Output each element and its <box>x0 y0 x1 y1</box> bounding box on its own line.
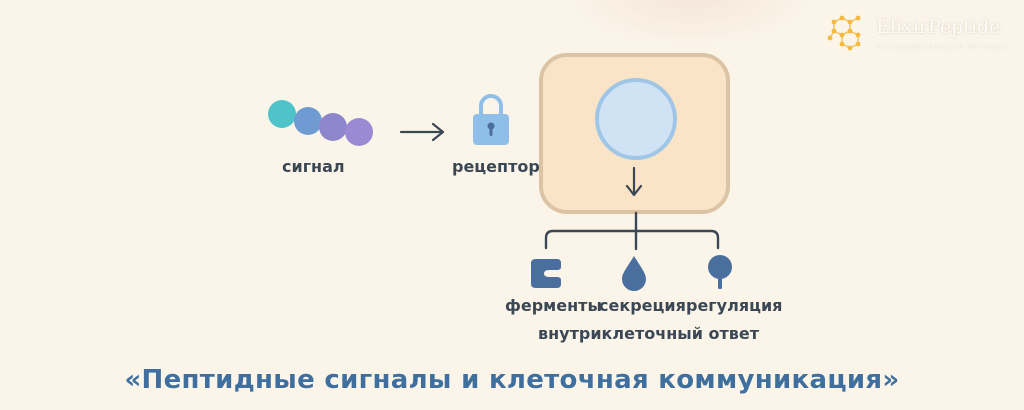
peptide-bead <box>268 100 296 128</box>
output-label-enzymes: ферменты <box>505 296 602 315</box>
page-title: «Пептидные сигналы и клеточная коммуника… <box>124 365 900 395</box>
peptide-bead <box>294 107 322 135</box>
arrow-right-icon <box>399 122 445 142</box>
logo: ElixirPeptide исследовательские пептиды <box>826 12 1011 58</box>
droplet-icon <box>622 256 646 291</box>
output-label-regulation: регуляция <box>686 296 783 315</box>
peptide-bead <box>345 118 373 146</box>
response-label: внутриклеточный ответ <box>538 324 760 343</box>
lock-icon <box>473 94 509 145</box>
branch-connector <box>544 211 720 251</box>
signal-label: сигнал <box>282 157 345 176</box>
receptor-label: рецептор <box>452 157 540 176</box>
logo-tagline: исследовательские пептиды <box>876 42 1006 51</box>
output-label-secretion: секреция <box>599 296 686 315</box>
arrow-down-icon <box>625 166 643 197</box>
molecule-icon <box>827 15 861 51</box>
logo-name: ElixirPeptide <box>876 16 1001 38</box>
peptide-chain-icon <box>268 100 373 146</box>
enzyme-icon <box>531 259 561 288</box>
cell-nucleus <box>595 78 677 160</box>
peptide-bead <box>319 113 347 141</box>
regulation-pin-icon <box>708 255 732 289</box>
